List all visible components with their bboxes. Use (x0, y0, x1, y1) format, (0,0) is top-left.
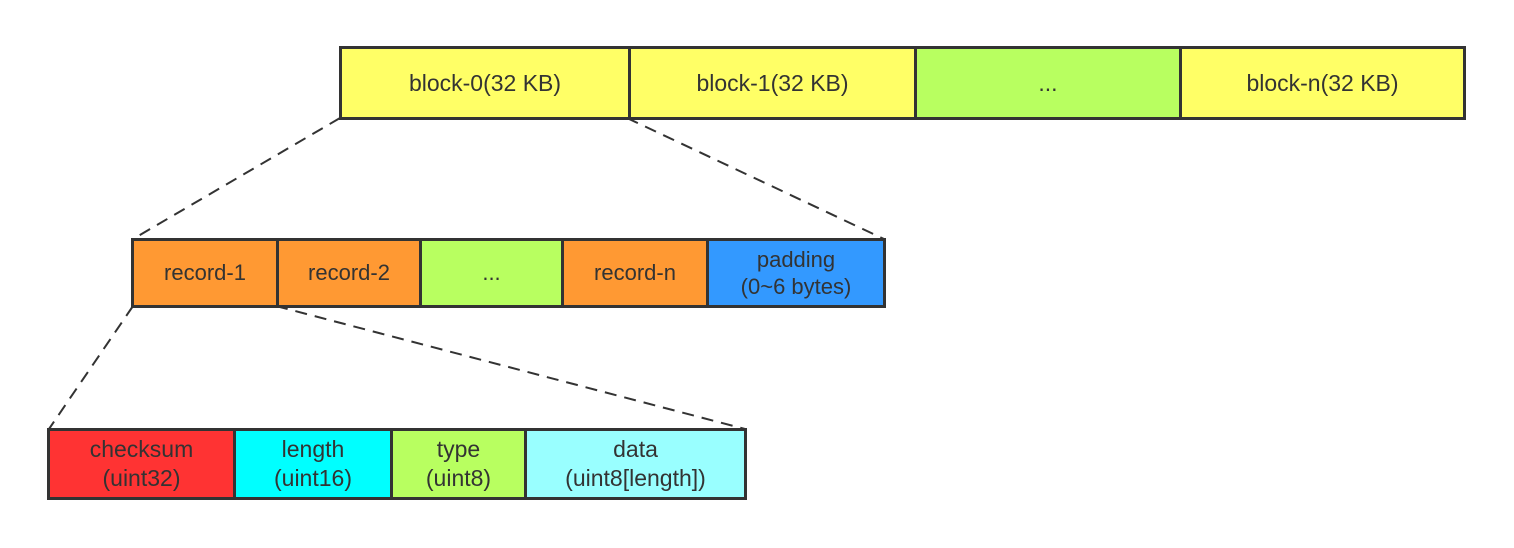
padding-size: (0~6 bytes) (740, 274, 852, 299)
block-n: block-n(32 KB) (1179, 49, 1463, 117)
field-data-type: (uint8[length]) (565, 465, 706, 491)
block-1: block-1(32 KB) (628, 49, 914, 117)
field-length: length (uint16) (233, 431, 390, 497)
block-0-label: block-0(32 KB) (408, 69, 562, 96)
block-ellipsis-label: ... (1038, 69, 1058, 96)
field-type-type: (uint8) (425, 465, 492, 491)
record-2-label: record-2 (308, 260, 390, 286)
record-row: record-1 record-2 ... record-n padding (… (131, 238, 886, 308)
padding-label: padding (756, 246, 836, 272)
record-zoom-left-line (48, 305, 134, 430)
field-data: data (uint8[length]) (524, 431, 744, 497)
block-zoom-right-line (626, 117, 885, 240)
field-checksum-label: checksum (89, 436, 194, 463)
field-length-type: (uint16) (274, 465, 352, 491)
block-zoom-left-line (132, 117, 341, 240)
block-1-label: block-1(32 KB) (696, 69, 849, 96)
field-checksum-type: (uint32) (102, 465, 181, 491)
record-field-row: checksum (uint32) length (uint16) type (… (47, 428, 747, 500)
record-2: record-2 (276, 241, 419, 305)
record-n: record-n (561, 241, 706, 305)
block-row: block-0(32 KB) block-1(32 KB) ... block-… (339, 46, 1466, 120)
block-ellipsis: ... (914, 49, 1179, 117)
padding: padding (0~6 bytes) (706, 241, 883, 305)
record-1-label: record-1 (164, 260, 246, 286)
record-ellipsis-label: ... (482, 260, 501, 286)
field-type: type (uint8) (390, 431, 524, 497)
field-length-label: length (281, 436, 345, 463)
record-n-label: record-n (594, 260, 676, 286)
field-type-label: type (436, 436, 481, 463)
block-0: block-0(32 KB) (342, 49, 628, 117)
field-checksum: checksum (uint32) (50, 431, 233, 497)
record-1: record-1 (134, 241, 276, 305)
record-zoom-right-line (275, 305, 746, 430)
block-n-label: block-n(32 KB) (1246, 69, 1399, 96)
field-data-label: data (613, 436, 658, 463)
record-ellipsis: ... (419, 241, 561, 305)
